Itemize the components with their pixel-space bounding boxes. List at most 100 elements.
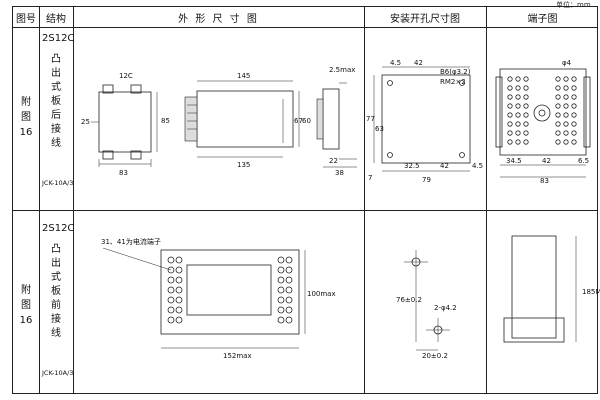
col-divider	[486, 7, 487, 393]
structure-char: 线	[51, 138, 61, 149]
terminal-pin	[523, 139, 529, 145]
terminal-pin	[555, 103, 561, 109]
terminal-pin	[563, 103, 569, 109]
dim-label: 2.5max	[329, 66, 355, 74]
terminal-pin	[507, 121, 513, 127]
terminal-pin	[555, 139, 561, 145]
dim-label: 2-φ4.2	[434, 304, 457, 312]
dim-label: 83	[540, 177, 549, 185]
terminal-pin	[571, 121, 577, 127]
structure-char: 式	[51, 82, 61, 93]
terminal-pin	[571, 130, 577, 136]
structure-char: 凸	[51, 244, 61, 255]
terminal-pin	[563, 121, 569, 127]
terminal-pin	[507, 130, 513, 136]
part-code: JCK-10A/3	[42, 179, 74, 187]
dim-label: 60	[302, 117, 311, 125]
terminal-pin	[523, 130, 529, 136]
terminal-pin	[507, 103, 513, 109]
terminal-pin	[507, 139, 513, 145]
terminal-pin	[571, 139, 577, 145]
terminal-pin	[571, 94, 577, 100]
dim-label: 77	[366, 115, 375, 123]
terminal-drawing-rear: φ4 34.5 42 6.5 83	[495, 59, 591, 185]
fig-number: 附 图 16	[15, 283, 37, 328]
terminal-pin	[515, 85, 521, 91]
terminal-pin	[515, 121, 521, 127]
header-outline: 外 形 尺 寸 图	[178, 13, 259, 25]
col-divider	[73, 7, 74, 393]
col-divider	[39, 7, 40, 393]
cutout-drawing-rear: 4.5 42 B6(φ3.2) RM2×2 77 63 7 32.5 42 4.…	[366, 59, 483, 184]
dim-label: φ4	[562, 59, 572, 67]
dim-label: 185MAX	[582, 288, 600, 296]
terminal-pin	[571, 103, 577, 109]
structure-char: 接	[51, 314, 61, 325]
front-view: 12C 25 85 83	[81, 72, 170, 177]
structure-char: 接	[51, 124, 61, 135]
dim-label: 63	[375, 125, 384, 133]
dim-label: 32.5	[404, 162, 420, 170]
model-code: 2S12C	[42, 33, 75, 44]
terminal-pin	[555, 94, 561, 100]
terminal-pin	[515, 76, 521, 82]
dim-label: 38	[335, 169, 344, 177]
header-fig-no: 图号	[16, 13, 36, 25]
terminal-pin	[563, 130, 569, 136]
dim-label: 42	[542, 157, 551, 165]
dim-label: 85	[161, 117, 170, 125]
fig-char: 附	[21, 285, 31, 296]
structure-char: 板	[51, 286, 61, 297]
terminal-pin	[515, 130, 521, 136]
fig-number: 附 图 16	[15, 95, 37, 140]
structure-char: 板	[51, 96, 61, 107]
terminal-pin	[523, 85, 529, 91]
terminal-pin	[523, 112, 529, 118]
dim-label: 42	[414, 59, 423, 67]
terminal-pin	[515, 139, 521, 145]
dim-label: 25	[81, 118, 90, 126]
terminal-pin	[523, 103, 529, 109]
terminal-pin	[571, 85, 577, 91]
terminal-pin	[523, 76, 529, 82]
outline-drawing-rear: 12C 25 85 83 145 67 60 135	[81, 66, 357, 177]
header-cutout: 安装开孔尺寸图	[390, 13, 460, 25]
structure-char: 式	[51, 272, 61, 283]
terminal-pin	[523, 121, 529, 127]
row-divider	[13, 210, 597, 211]
terminal-drawing-front: 185MAX	[503, 235, 600, 343]
terminal-pin	[571, 112, 577, 118]
dim-label: 4.5	[390, 59, 401, 67]
part-code: JCK-10A/3	[42, 369, 74, 377]
dim-label: 42	[440, 162, 449, 170]
col-divider	[364, 7, 365, 393]
dim-label: 67	[294, 117, 303, 125]
fig-char: 16	[19, 315, 33, 326]
dim-label: 76±0.2	[396, 296, 422, 304]
structure-text: 凸 出 式 板 后 接 线	[45, 53, 67, 151]
structure-char: 出	[51, 68, 61, 79]
dim-label: 4.5	[472, 162, 483, 170]
terminal-pin	[555, 130, 561, 136]
header-terminal: 端子图	[527, 13, 558, 25]
terminal-pin	[555, 85, 561, 91]
terminal-pin	[515, 112, 521, 118]
header-structure: 结构	[46, 13, 66, 25]
terminal-pin	[523, 94, 529, 100]
dim-label: 145	[237, 72, 250, 80]
terminal-grid	[167, 256, 293, 324]
dim-label: 152max	[223, 352, 252, 360]
dim-label: 100max	[307, 290, 336, 298]
unit-label: 单位：mm	[556, 1, 591, 9]
structure-char: 后	[51, 110, 61, 121]
dim-label: 6.5	[578, 157, 589, 165]
dim-label: 135	[237, 161, 250, 169]
dimension-table: 图号 结构 外 形 尺 寸 图 安装开孔尺寸图 端子图 附 图 16 2S12C…	[12, 6, 600, 394]
dim-label: 83	[119, 169, 128, 177]
dim-label: 31、41为电流端子	[101, 237, 161, 246]
terminal-pin	[515, 103, 521, 109]
dim-label: B6(φ3.2)	[440, 68, 471, 76]
outline-drawing-front: 31、41为电流端子 100max 152max	[101, 237, 336, 360]
fig-char: 附	[21, 97, 31, 108]
